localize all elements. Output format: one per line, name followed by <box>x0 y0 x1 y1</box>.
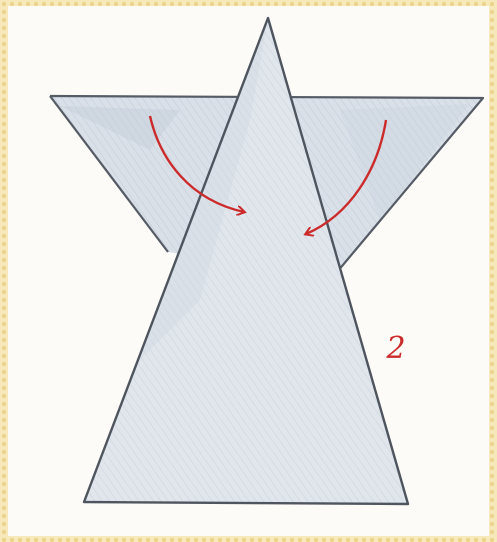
step-number: 2 <box>385 331 405 366</box>
